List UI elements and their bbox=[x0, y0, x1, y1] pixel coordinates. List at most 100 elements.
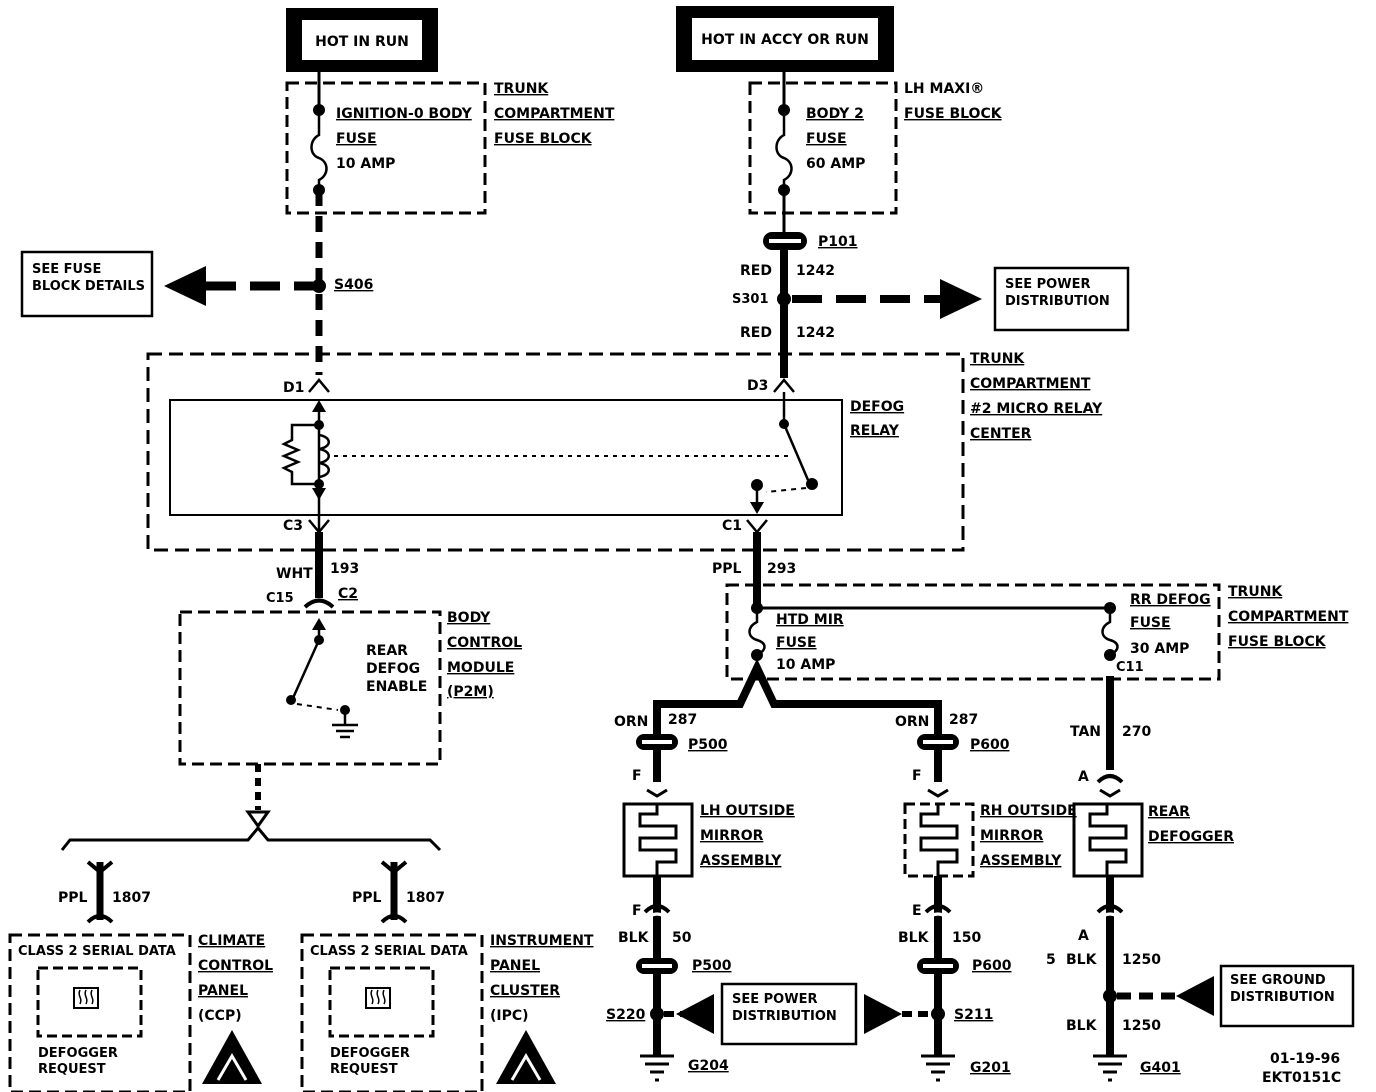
ipc-name-line4: (IPC) bbox=[490, 1008, 529, 1024]
ipc-request-line1: DEFOGGER bbox=[330, 1046, 410, 1061]
htd-mir-line2: FUSE bbox=[776, 635, 817, 651]
rr-defog-fuse-symbol bbox=[1101, 608, 1119, 657]
ignition-block-line3: FUSE BLOCK bbox=[494, 131, 593, 147]
rr-defog-line1: RR DEFOG bbox=[1130, 592, 1211, 608]
s220-label: S220 bbox=[606, 1007, 646, 1023]
relay-resistor bbox=[280, 423, 319, 486]
ignition-fuse-symbol bbox=[310, 110, 328, 190]
red-wire-a-circuit: 1242 bbox=[796, 263, 835, 279]
tan-wire-circuit: 270 bbox=[1122, 724, 1151, 740]
rh-mirror-line1: RH OUTSIDE bbox=[980, 803, 1077, 819]
blk-right-circuit: 150 bbox=[952, 930, 981, 946]
body2-block-line2: FUSE BLOCK bbox=[904, 106, 1003, 122]
ppl-wire-color: PPL bbox=[712, 561, 742, 577]
htd-mir-line1: HTD MIR bbox=[776, 612, 844, 628]
pin-a1-label: A bbox=[1078, 769, 1089, 785]
blk-a-color: BLK bbox=[1066, 952, 1098, 968]
relay-coil bbox=[318, 433, 330, 479]
ground-dist-line2: DISTRIBUTION bbox=[1230, 990, 1335, 1005]
c15-label: C15 bbox=[266, 591, 294, 606]
pin-a2-label: A bbox=[1078, 928, 1089, 944]
body2-fuse-rating: 60 AMP bbox=[806, 156, 865, 172]
ignition-fuse-block bbox=[285, 81, 487, 215]
blk-left-color: BLK bbox=[618, 930, 650, 946]
see-power-dist-top-box bbox=[993, 266, 1130, 332]
pin-5-label: 5 bbox=[1046, 952, 1056, 968]
ignition-fuse-line2: FUSE bbox=[336, 131, 377, 147]
trunk-fuse-block bbox=[725, 583, 1221, 681]
ipc-request-box bbox=[328, 966, 435, 1038]
p101-label: P101 bbox=[818, 234, 857, 250]
see-ground-dist-box bbox=[1219, 964, 1355, 1028]
rh-mirror-line3: ASSEMBLY bbox=[980, 853, 1062, 869]
rr-defog-line2: FUSE bbox=[1130, 615, 1171, 631]
defog-relay-box bbox=[169, 399, 843, 516]
ipc-name-line3: CLUSTER bbox=[490, 983, 560, 999]
ipc-serial-label: CLASS 2 SERIAL DATA bbox=[310, 944, 468, 959]
power-dist-top-line1: SEE POWER bbox=[1005, 277, 1090, 292]
pin-f3-label: F bbox=[632, 903, 642, 919]
p600-bottom-label: P600 bbox=[972, 958, 1012, 974]
ipc-name-line2: PANEL bbox=[490, 958, 540, 974]
rr-defog-line3: 30 AMP bbox=[1130, 641, 1189, 657]
relay-switch-arm bbox=[782, 423, 810, 481]
body2-block-line1: LH MAXI® bbox=[904, 81, 984, 97]
blk-left-circuit: 50 bbox=[672, 930, 692, 946]
relay-center-line3: #2 MICRO RELAY bbox=[970, 401, 1103, 417]
ccp-request-box bbox=[36, 966, 143, 1038]
ppl-right-circuit: 1807 bbox=[406, 890, 445, 906]
lh-heater-grid bbox=[638, 804, 678, 876]
orn-right-color: ORN bbox=[895, 714, 929, 730]
htd-mir-line3: 10 AMP bbox=[776, 657, 835, 673]
trunk-block-line3: FUSE BLOCK bbox=[1228, 634, 1327, 650]
c2-label: C2 bbox=[338, 586, 358, 602]
right-arrow-bottom bbox=[864, 994, 902, 1034]
bcm-name-line2: CONTROL bbox=[447, 635, 522, 651]
ccp-name-line1: CLIMATE bbox=[198, 933, 265, 949]
ipc-defog-icon bbox=[365, 987, 391, 1009]
bcm-name-line1: BODY bbox=[447, 610, 491, 626]
s406-splice bbox=[312, 279, 326, 293]
power-dist-bottom-line1: SEE POWER bbox=[732, 992, 817, 1007]
ignition-fuse-name: IGNITION-0 BODY bbox=[336, 106, 473, 122]
rh-mirror-line2: MIRROR bbox=[980, 828, 1044, 844]
red-wire-b-circuit: 1242 bbox=[796, 325, 835, 341]
ccp-name-line3: PANEL bbox=[198, 983, 248, 999]
trunk-block-line2: COMPARTMENT bbox=[1228, 609, 1349, 625]
c11-label: C11 bbox=[1116, 660, 1144, 675]
blk-right-color: BLK bbox=[898, 930, 930, 946]
micro-relay-center bbox=[146, 352, 965, 552]
power-dist-bottom-line2: DISTRIBUTION bbox=[732, 1009, 837, 1024]
wht-wire-color: WHT bbox=[276, 566, 313, 582]
g204-label: G204 bbox=[688, 1058, 729, 1074]
s220-splice bbox=[650, 1007, 664, 1021]
ignition-fuse-rating: 10 AMP bbox=[336, 156, 395, 172]
see-power-dist-bottom-box bbox=[720, 982, 858, 1046]
relay-center-line1: TRUNK bbox=[970, 351, 1025, 367]
rear-ground-splice bbox=[1103, 989, 1117, 1003]
ipc-name-line1: INSTRUMENT bbox=[490, 933, 594, 949]
rh-heater-grid bbox=[919, 804, 959, 876]
p500-top-label: P500 bbox=[688, 737, 728, 753]
s301-label: S301 bbox=[732, 292, 769, 307]
lh-mirror-line3: ASSEMBLY bbox=[700, 853, 782, 869]
s211-splice bbox=[931, 1007, 945, 1021]
pin-e-label: E bbox=[912, 903, 922, 919]
bcm-switch-line3: ENABLE bbox=[366, 679, 427, 695]
ppl-left-color: PPL bbox=[58, 890, 88, 906]
orn-split-wire bbox=[653, 658, 942, 742]
power-dist-top-line2: DISTRIBUTION bbox=[1005, 294, 1110, 309]
relay-center-line2: COMPARTMENT bbox=[970, 376, 1091, 392]
ipc-module bbox=[300, 933, 484, 1092]
pin-f2-label: F bbox=[912, 768, 922, 784]
c1-label: C1 bbox=[722, 518, 742, 534]
body2-fuse-symbol bbox=[775, 110, 793, 190]
ccp-name-line2: CONTROL bbox=[198, 958, 273, 974]
rear-heater-grid bbox=[1088, 804, 1128, 876]
d3-label: D3 bbox=[747, 378, 768, 394]
c3-label: C3 bbox=[283, 518, 303, 534]
bcm-name-line4: (P2M) bbox=[447, 684, 494, 700]
p600-top-label: P600 bbox=[970, 737, 1010, 753]
footer-date: 01-19-96 bbox=[1270, 1051, 1340, 1067]
